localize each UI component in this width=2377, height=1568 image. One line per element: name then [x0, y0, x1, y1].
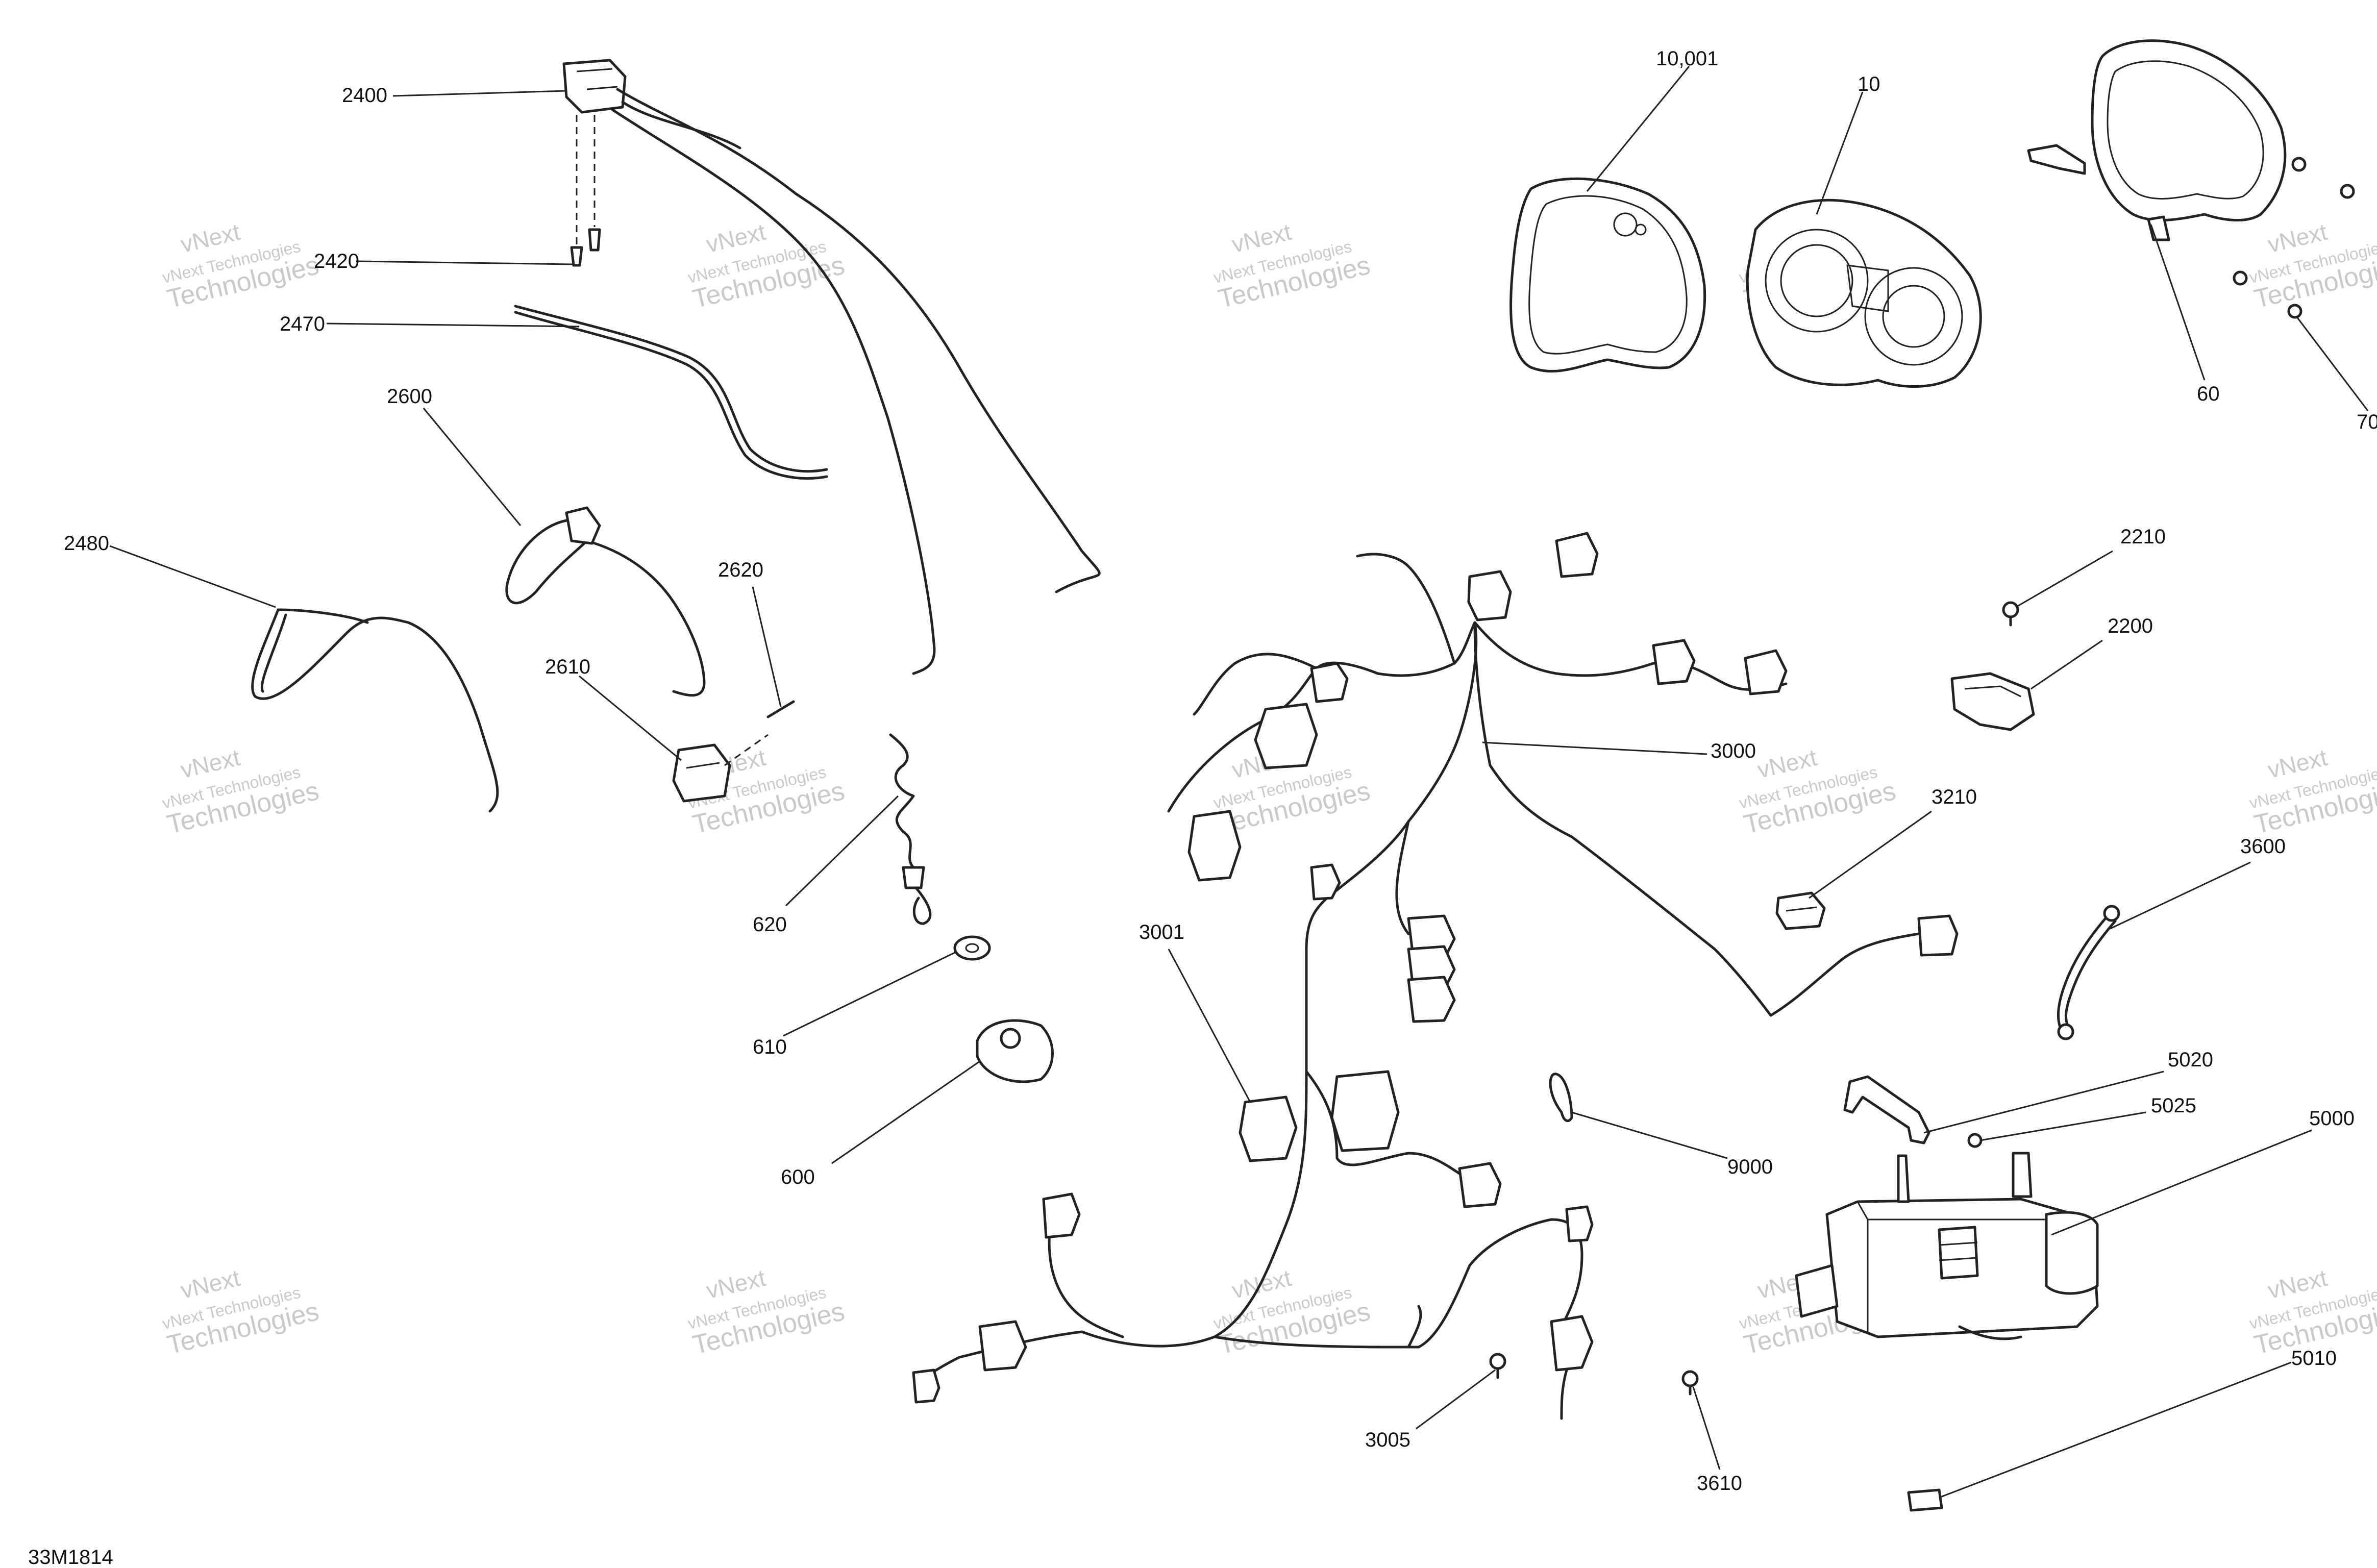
part-620-tether[interactable] [889, 733, 932, 925]
callout-10001: 10,001 [1656, 47, 1718, 70]
watermark-layer: vNext vNext Technologies Technologies vN… [160, 218, 2377, 1360]
part-3001-sub-harness[interactable] [912, 1070, 1594, 1420]
callout-5025: 5025 [2151, 1094, 2196, 1117]
callout-2620: 2620 [718, 559, 763, 581]
part-2470-tube[interactable] [514, 305, 828, 480]
callout-600: 600 [781, 1166, 815, 1188]
watermark: vNext vNext Technologies Technologies [686, 218, 847, 314]
part-2200-sensor[interactable] [1950, 672, 2035, 731]
part-10001-bezel[interactable] [1509, 177, 1706, 372]
part-2620-pin[interactable] [766, 700, 795, 718]
watermark: vNext vNext Technologies Technologies [160, 1264, 321, 1360]
callout-5010: 5010 [2291, 1347, 2337, 1370]
watermark: vNext vNext Technologies Technologies [2247, 1264, 2377, 1360]
callout-3600: 3600 [2240, 835, 2286, 858]
part-2420-screws[interactable] [570, 228, 601, 267]
part-2480-pipe[interactable] [251, 608, 499, 813]
part-5020-bracket[interactable] [1843, 1075, 1930, 1144]
part-60-visor[interactable] [2027, 39, 2287, 241]
part-2610-connector[interactable] [672, 734, 769, 803]
callout-5000: 5000 [2309, 1107, 2355, 1130]
part-3000-main-harness[interactable] [1080, 532, 1959, 1348]
callout-620: 620 [753, 913, 787, 936]
callout-2600: 2600 [387, 385, 432, 408]
part-9000-cable-tie[interactable] [1549, 1073, 1573, 1122]
watermark: vNext vNext Technologies Technologies [160, 218, 321, 314]
callout-3610: 3610 [1697, 1472, 1742, 1495]
part-3600-ground-strap[interactable] [2057, 905, 2120, 1040]
callout-2210: 2210 [2120, 526, 2166, 548]
watermark: vNext vNext Technologies Technologies [160, 744, 321, 840]
callout-3000: 3000 [1711, 740, 1756, 762]
part-10-cluster[interactable] [1746, 198, 1982, 388]
callout-2480: 2480 [64, 532, 109, 555]
part-600-knob[interactable] [976, 1019, 1054, 1083]
callout-610: 610 [753, 1036, 787, 1058]
watermark: vNext vNext Technologies Technologies [2247, 218, 2377, 314]
callout-2420: 2420 [314, 250, 359, 272]
part-2400-switch[interactable] [562, 59, 1101, 675]
callout-3005: 3005 [1365, 1429, 1410, 1451]
part-70-screws[interactable] [2233, 157, 2355, 319]
callout-labels: 2400 2420 2470 2600 2480 2620 2610 620 6… [64, 47, 2377, 1495]
callout-3001: 3001 [1139, 921, 1184, 943]
watermark: vNext vNext Technologies Technologies [1211, 218, 1373, 314]
part-5000-ecm[interactable] [1795, 1152, 2099, 1340]
part-2210-screw[interactable] [2002, 601, 2019, 627]
part-610-washer[interactable] [953, 935, 991, 961]
callout-2610: 2610 [545, 656, 590, 678]
figure-id: 33M1814 [28, 1546, 113, 1568]
callout-70: 70 [2357, 411, 2377, 433]
callout-2470: 2470 [280, 313, 325, 335]
part-5010-clip[interactable] [1907, 1488, 1943, 1512]
callout-2200: 2200 [2108, 615, 2153, 637]
callout-2400: 2400 [342, 84, 387, 107]
part-2600-sensor[interactable] [505, 506, 706, 697]
watermark: vNext vNext Technologies Technologies [2247, 744, 2377, 840]
callout-9000: 9000 [1727, 1156, 1773, 1178]
watermark: vNext vNext Technologies Technologies [686, 1264, 847, 1360]
callout-10: 10 [1858, 73, 1880, 95]
part-3210-connector[interactable] [1775, 891, 1826, 930]
callout-60: 60 [2197, 383, 2220, 405]
part-3005-screw[interactable] [1489, 1353, 1506, 1379]
callout-5020: 5020 [2168, 1049, 2213, 1071]
callout-3210: 3210 [1932, 786, 1977, 808]
leader-lines [109, 66, 2369, 1499]
part-3610-screw[interactable] [1681, 1370, 1699, 1396]
part-5025-screw[interactable] [1967, 1133, 1983, 1148]
